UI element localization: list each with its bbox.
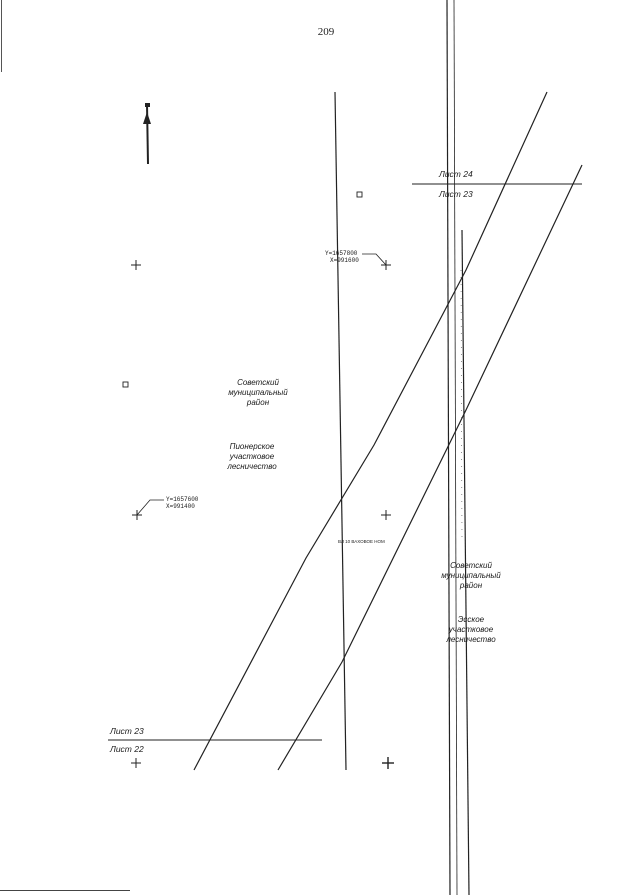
plus-icon — [131, 758, 141, 768]
sheet-label-lower-below: Лист 22 — [110, 744, 144, 754]
area-right-district: Советский муниципальный район — [441, 561, 501, 590]
coord-top-x: X=991600 — [330, 257, 359, 264]
sheet-label-upper-below: Лист 23 — [439, 189, 473, 199]
border-line-right-3 — [461, 229, 470, 895]
border-line-right-2 — [453, 0, 458, 895]
corridor-line-left — [193, 91, 548, 771]
sheet-label-lower-above: Лист 23 — [110, 726, 144, 736]
square-marker-icon — [122, 381, 129, 388]
square-marker-icon — [356, 191, 363, 198]
coord-leader-top — [362, 253, 387, 266]
area-left-district: Советский муниципальный район — [228, 378, 288, 407]
sheet-label-upper-above: Лист 24 — [439, 169, 473, 179]
area-left-forestry: Пионерское участковое лесничество — [227, 442, 277, 471]
page-number: 209 — [317, 26, 335, 38]
corridor-line-right — [277, 164, 583, 771]
area-right-forestry: Эсское участковое лесничество — [446, 615, 496, 644]
left-edge-line — [1, 0, 2, 72]
dotted-trace — [460, 269, 463, 541]
corridor-label: ВЛ 10 ВАХОВОЕ НОМ — [338, 539, 385, 544]
coord-bottom-y: Y=1657600 — [166, 496, 199, 503]
coord-bottom-x: X=991400 — [166, 503, 195, 510]
plus-icon — [382, 757, 394, 769]
plus-icon — [381, 510, 391, 520]
bottom-edge-line — [0, 890, 130, 891]
vertical-line — [334, 91, 347, 771]
coord-top-y: Y=1657800 — [325, 250, 358, 257]
north-arrow-icon — [143, 103, 151, 165]
coord-leader-bottom — [136, 499, 164, 516]
plus-icon — [131, 260, 141, 270]
border-line-right-1 — [446, 0, 451, 895]
